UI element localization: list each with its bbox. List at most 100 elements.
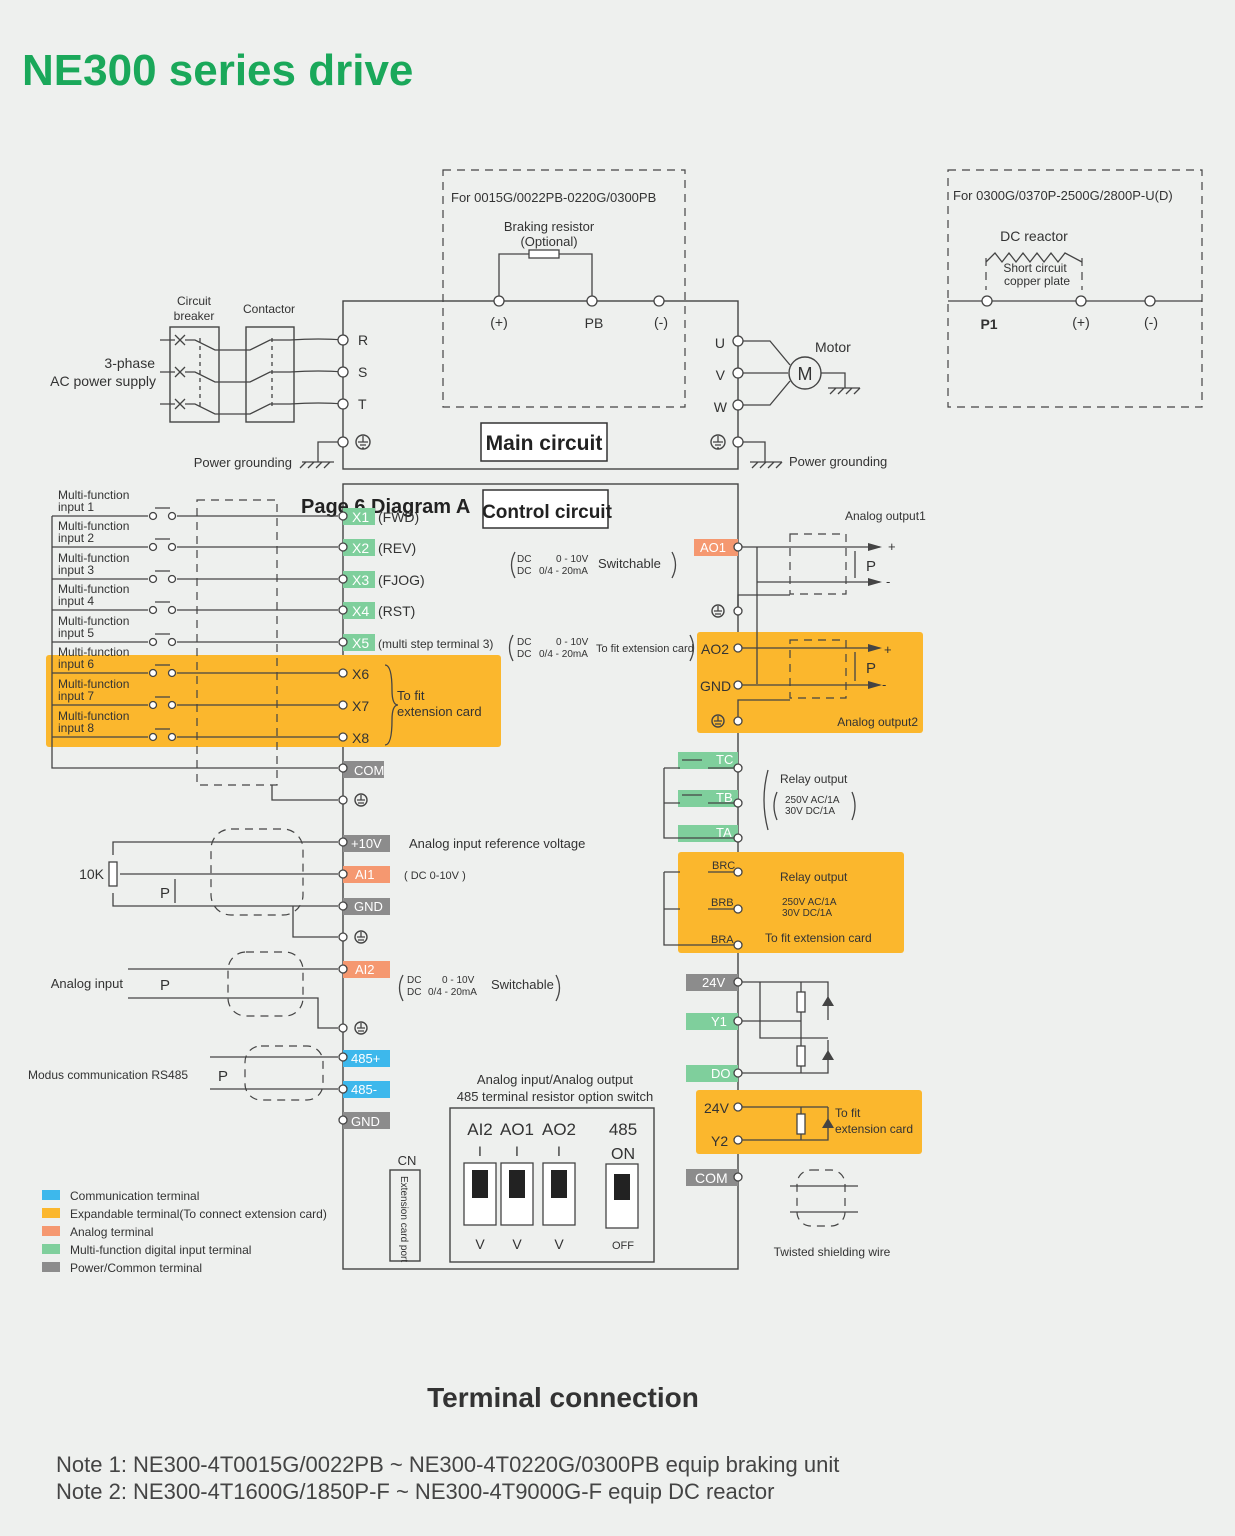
ma-range-label: 0/4 - 20mA (539, 566, 588, 577)
ground-icon-right (710, 434, 726, 450)
p-label-1: P (160, 885, 170, 902)
input-label-line2: input 3 (58, 563, 94, 577)
switch-i: I (478, 1143, 482, 1159)
do-terminal: DO (711, 1066, 731, 1081)
relay2-spec-1: 250V AC/1A (782, 897, 837, 908)
ai2-dc-ma: DC (407, 987, 421, 998)
extension-card-port (389, 1169, 421, 1262)
x5-v-range: 0 - 10V (556, 637, 589, 648)
input-label-line1: Multi-function (58, 488, 129, 502)
ao2-minus: - (882, 677, 886, 692)
v-range-label: 0 - 10V (556, 554, 589, 565)
short-circuit-label: Short circuit (1003, 261, 1067, 275)
copper-plate-dash (985, 258, 1083, 290)
motor-m: M (798, 364, 813, 384)
note-2: Note 2: NE300-4T1600G/1850P-F ~ NE300-4T… (56, 1479, 774, 1504)
digital-inputs (51, 499, 338, 801)
to-fit-2: extension card (397, 704, 482, 719)
terminal-plus (493, 295, 505, 307)
input-label-line2: input 6 (58, 657, 94, 671)
optional-label: (Optional) (520, 234, 577, 249)
dc-term-p1: P1 (980, 316, 997, 332)
expandable-region-ao2 (697, 632, 923, 733)
to-fit-1: To fit (397, 688, 425, 703)
copper-plate-label: copper plate (1004, 274, 1070, 288)
bus-term-plus: (+) (490, 314, 508, 330)
ref-terminal: +10V (351, 836, 382, 851)
ao2-p: P (866, 660, 876, 677)
power-grounding-right: Power grounding (789, 454, 887, 469)
brb-terminal: BRB (711, 897, 734, 909)
switch-title-2: 485 terminal resistor option switch (457, 1089, 654, 1104)
twisted-label: Twisted shielding wire (774, 1245, 891, 1259)
ai2-dc-v: DC (407, 975, 421, 986)
switch-i: I (557, 1143, 561, 1159)
page-title: NE300 series drive (22, 46, 413, 95)
main-circuit-label: Main circuit (486, 432, 603, 455)
tc-terminal: TC (716, 752, 733, 767)
supply-label-1: 3-phase (104, 355, 155, 371)
expandable-region-y2 (696, 1090, 922, 1154)
terminal-p1 (981, 295, 993, 307)
main-circuit-label-box (480, 422, 608, 462)
contactor-label: Contactor (243, 302, 295, 316)
switch-v: V (512, 1236, 522, 1252)
legend-swatch (42, 1226, 60, 1236)
x5-to-fit: To fit extension card (596, 643, 694, 655)
input-label-line1: Multi-function (58, 709, 129, 723)
ai2-terminal: AI2 (355, 962, 375, 977)
input-label-line1: Multi-function (58, 551, 129, 565)
legend-swatch (42, 1190, 60, 1200)
dc-v-label: DC (517, 554, 531, 565)
ground-icon-ao1 (711, 604, 743, 618)
terminal-dc-plus (1075, 295, 1087, 307)
circuit-breaker-label-2: breaker (174, 309, 215, 323)
relay-spec-2: 30V DC/1A (785, 806, 835, 817)
legend-swatch (42, 1208, 60, 1218)
tb-terminal: TB (716, 790, 733, 805)
terminal-dc-minus (1144, 295, 1156, 307)
input-terminal: X8 (352, 730, 369, 746)
y1-terminal: Y1 (711, 1014, 727, 1029)
dc-reactor-label: DC reactor (1000, 228, 1068, 244)
v24b-terminal: 24V (704, 1100, 730, 1116)
gnd-ao-terminal: GND (700, 678, 731, 694)
control-circuit-label: Control circuit (482, 502, 613, 523)
brc-terminal: BRC (712, 860, 735, 872)
ao1-p: P (866, 558, 876, 575)
switch-485-label: 485 (609, 1120, 637, 1139)
ai1-wires (112, 841, 338, 938)
x5-ma-range: 0/4 - 20mA (539, 649, 588, 660)
main-circuit-box (342, 300, 739, 470)
input-terminal: X1 (352, 509, 369, 525)
output-w: W (714, 399, 728, 415)
bus-term-minus: (-) (654, 314, 668, 330)
ext-port-label: Extension card port (398, 1176, 409, 1262)
braking-resistor-label: Braking resistor (504, 219, 595, 234)
ground-icon (355, 434, 371, 450)
right-ground-symbol (743, 441, 783, 469)
legend-label: Expandable terminal(To connect extension… (70, 1207, 327, 1221)
input-terminal: X6 (352, 666, 369, 682)
relay-spec-1: 250V AC/1A (785, 795, 840, 806)
input-label-line2: input 2 (58, 531, 94, 545)
input-function: (FJOG) (378, 572, 425, 588)
ai1-range: ( DC 0-10V ) (404, 870, 466, 882)
analog-input-label: Analog input (51, 976, 124, 991)
note-1: Note 1: NE300-4T0015G/0022PB ~ NE300-4T0… (56, 1452, 839, 1477)
bus-term-pb: PB (585, 315, 604, 331)
input-label-line2: input 1 (58, 500, 94, 514)
switch-on: ON (611, 1146, 635, 1163)
p-label-3: P (218, 1068, 228, 1085)
ai2-v-range: 0 - 10V (442, 975, 475, 986)
x5-dc-ma: DC (517, 649, 531, 660)
input-function: (FWD) (378, 509, 419, 525)
ao1-minus: - (886, 574, 890, 589)
ground-icon-ctrl-1 (338, 793, 368, 807)
ground-icon-ctrl-2 (338, 930, 368, 944)
circuit-breaker-box (169, 326, 220, 423)
braking-box (442, 169, 686, 408)
relay-output-label: Relay output (780, 772, 848, 786)
ta-terminal: TA (716, 825, 732, 840)
